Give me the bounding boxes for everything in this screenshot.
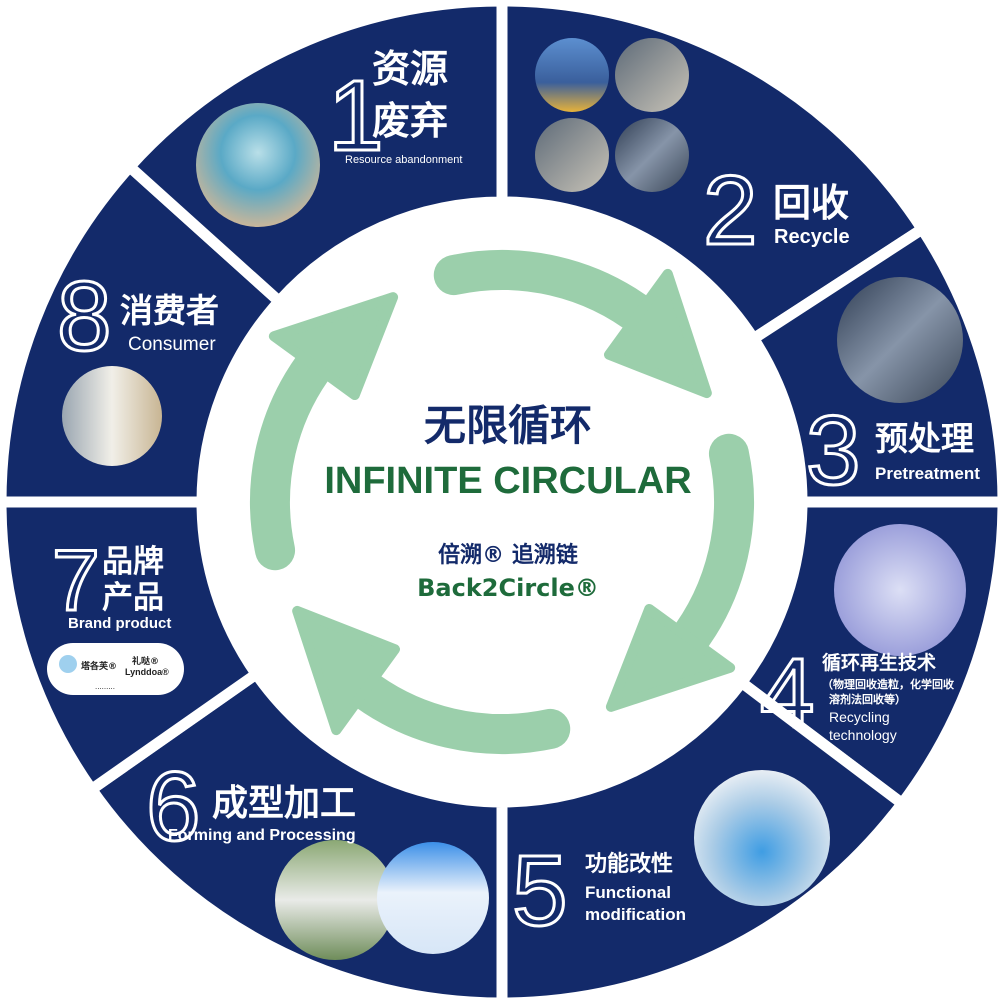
stage-title-en: Recycling: [829, 709, 890, 725]
traceability-app-photo: [377, 842, 489, 954]
cycle-arrows: [250, 250, 754, 754]
stage-title-en: modification: [585, 905, 686, 924]
stage-title-en: Pretreatment: [875, 464, 980, 483]
stage-note: 溶剂法回收等）: [829, 692, 906, 706]
stage-title-en: Consumer: [128, 334, 216, 355]
stage-title-en: Functional: [585, 883, 671, 902]
stage-3-pretreatment: 3 预处理 Pretreatment: [805, 277, 980, 507]
stage-number: 1: [328, 60, 384, 172]
brand-name: 塔各芙®: [81, 660, 117, 672]
arrow-shaft: [664, 433, 754, 665]
stage-title-en: Resource abandonment: [345, 154, 462, 166]
stage-number: 8: [57, 261, 112, 371]
stage-title-en: Brand product: [68, 615, 171, 632]
stage-number: 3: [806, 395, 861, 505]
stage-number: 6: [146, 751, 201, 861]
products-photo: [275, 840, 395, 960]
facility-photo: [535, 118, 609, 192]
arrow-shaft: [339, 664, 571, 754]
recycling-station-photo: [535, 38, 609, 112]
stage-title-cn: 回收: [773, 181, 849, 225]
beach-waste-photo: [196, 103, 320, 227]
arrow-head-icon: [603, 268, 712, 399]
center-brand-en: Back2Circle®: [417, 574, 599, 602]
brand-name: Lynddoa®: [125, 667, 169, 677]
stage-title-cn: 消费者: [120, 291, 219, 330]
stage-title-cn: 废弃: [372, 99, 448, 143]
stage-title-cn: 资源: [372, 47, 448, 91]
stage-title-en: technology: [829, 727, 897, 743]
stage-number: 5: [512, 835, 568, 947]
brand-name: 礼哒®: [132, 655, 159, 667]
pretreatment-line-photo: [837, 277, 963, 403]
stage-7-brand-product: 7 品牌 产品 Brand product 塔各芙® 礼哒® Lynddoa® …: [47, 532, 184, 695]
center-title-cn: 无限循环: [424, 401, 592, 450]
stage-title-cn: 产品: [102, 580, 164, 616]
stage-5-functional-modification: 5 功能改性 Functional modification: [511, 770, 830, 949]
arrow-head-icon: [605, 603, 736, 712]
stage-title-cn: 品牌: [102, 544, 164, 580]
stage-note: （物理回收造粒，化学回收: [822, 677, 954, 691]
center-disc: [202, 202, 802, 802]
stage-8-consumer: 8 消费者 Consumer: [56, 260, 219, 466]
arrow-shaft: [433, 250, 665, 340]
stage-4-recycling-technology: 4 循环再生技术 （物理回收造粒，化学回收 溶剂法回收等） Recycling …: [759, 524, 966, 750]
consumer-photo: [62, 366, 162, 466]
stage-number: 4: [760, 638, 815, 748]
stage-title-cn: 功能改性: [585, 851, 673, 877]
center-title-en: INFINITE CIRCULAR: [324, 460, 691, 502]
arrow-head-icon: [292, 605, 401, 736]
more-brands: .........: [95, 682, 115, 691]
blue-flakes-photo: [694, 770, 830, 906]
stage-number: 2: [703, 155, 758, 265]
stage-title-cn: 循环再生技术: [822, 651, 936, 674]
tagv-logo-icon: [59, 655, 77, 673]
stage-1-resource-abandonment: 1 资源 废弃 Resource abandonment: [196, 47, 462, 227]
stage-title-cn: 成型加工: [212, 783, 356, 824]
stage-6-forming-processing: 6 成型加工 Forming and Processing: [145, 750, 489, 960]
stage-title-cn: 预处理: [875, 419, 974, 458]
stage-number: 7: [52, 533, 100, 629]
warehouse-photo: [615, 118, 689, 192]
arrow-shaft: [250, 339, 340, 571]
stage-2-recycle: 2 回收 Recycle: [535, 38, 850, 267]
collection-photo: [615, 38, 689, 112]
pellets-photo: [834, 524, 966, 656]
stage-title-en: Recycle: [774, 226, 850, 248]
arrow-head-icon: [268, 292, 399, 401]
stage-title-en: Forming and Processing: [168, 827, 356, 844]
center-brand-cn: 倍溯® 追溯链: [438, 542, 578, 568]
brand-logos-pill: [47, 643, 184, 695]
